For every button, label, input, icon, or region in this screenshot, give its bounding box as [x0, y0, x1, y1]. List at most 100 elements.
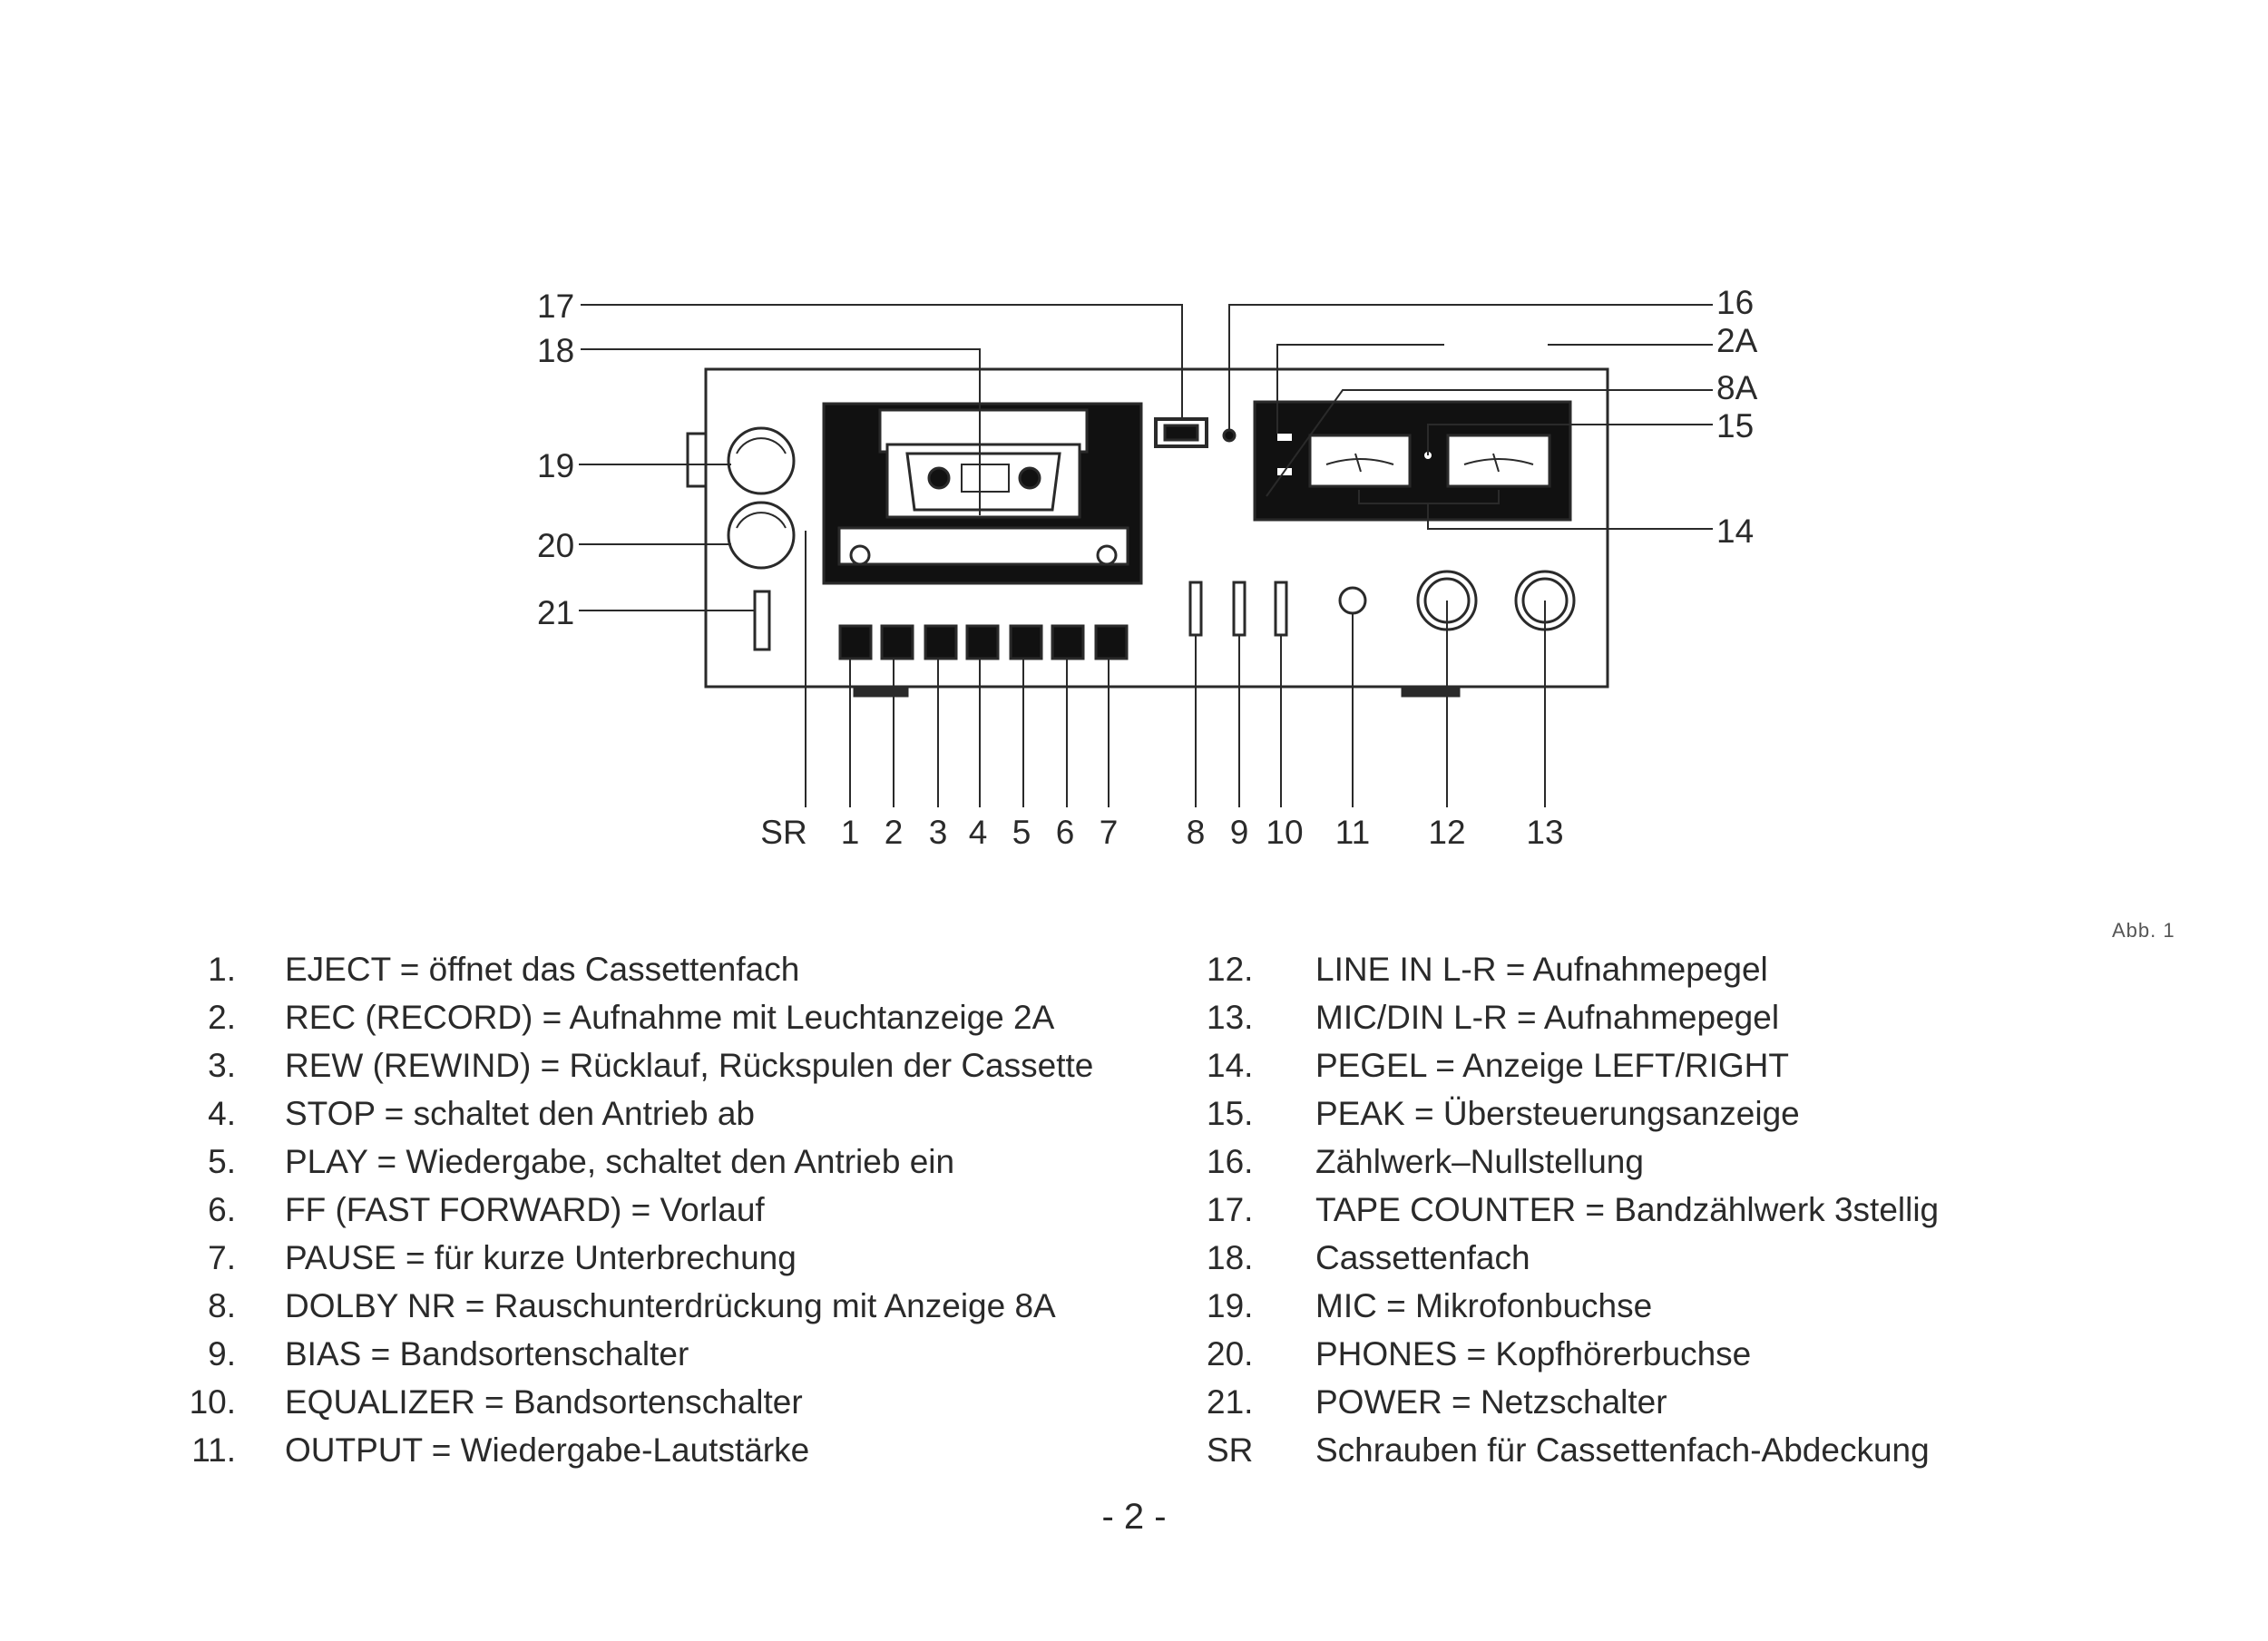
legend-number: 1.: [208, 951, 236, 988]
vu-meter-left: [1308, 434, 1412, 488]
dolby-switch: [1188, 581, 1203, 637]
legend-text: EJECT = öffnet das Cassettenfach: [285, 951, 800, 988]
legend-text: Zählwerk–Nullstellung: [1315, 1143, 1644, 1180]
callout-13: 13: [1526, 814, 1563, 851]
callout-7: 7: [1100, 814, 1119, 851]
legend-number: 19.: [1207, 1287, 1254, 1324]
legend-item: 12. LINE IN L-R = Aufnahmepegel: [1207, 945, 1939, 993]
legend-number: 14.: [1207, 1047, 1254, 1084]
callout-15: 15: [1716, 407, 1754, 444]
legend-number: 10.: [189, 1383, 236, 1421]
legend-text: PEAK = Übersteuerungsanzeige: [1315, 1095, 1800, 1132]
legend-number: 9.: [208, 1335, 236, 1372]
legend-item: 2.REC (RECORD) = Aufnahme mit Leuchtanze…: [136, 993, 1093, 1041]
cover-screw-left: [849, 544, 871, 566]
legend-text: PLAY = Wiedergabe, schaltet den Antrieb …: [285, 1143, 955, 1180]
legend-number: 16.: [1207, 1143, 1254, 1180]
legend-item: 8. DOLBY NR = Rauschunterdrückung mit Anz…: [136, 1282, 1093, 1330]
callout-3: 3: [929, 814, 948, 851]
tape-reel-right: [1018, 466, 1041, 490]
callout-20: 20: [537, 527, 574, 564]
legend-text: Cassettenfach: [1315, 1239, 1530, 1276]
power-switch: [753, 590, 771, 651]
legend-item: 15. PEAK = Übersteuerungsanzeige: [1207, 1089, 1939, 1138]
legend-number: 11.: [191, 1431, 236, 1469]
legend-text: MIC/DIN L-R = Aufnahmepegel: [1315, 999, 1780, 1036]
output-knob: [1338, 586, 1367, 615]
legend-text: OUTPUT = Wiedergabe-Lautstärke: [285, 1431, 810, 1469]
equalizer-switch: [1274, 581, 1288, 637]
legend-number: 4.: [208, 1095, 236, 1132]
callout-9: 9: [1230, 814, 1249, 851]
legend-number: 17.: [1207, 1191, 1254, 1228]
legend-left: 1. EJECT = öffnet das Cassettenfach 2.REC …: [136, 945, 1094, 1474]
legend-number: 18.: [1207, 1239, 1254, 1276]
legend-item: 13.MIC/DIN L-R = Aufnahmepegel: [1207, 993, 1939, 1041]
callout-2A: 2A: [1716, 322, 1758, 359]
legend-text: LINE IN L-R = Aufnahmepegel: [1315, 951, 1768, 988]
legend-item: 20.PHONES = Kopfhörerbuchse: [1207, 1330, 1939, 1378]
callout-12: 12: [1428, 814, 1465, 851]
legend-number: 20.: [1207, 1335, 1254, 1372]
rec-indicator: [1277, 434, 1292, 441]
legend-number: 8.: [208, 1287, 236, 1324]
legend-text: EQUALIZER = Bandsortenschalter: [285, 1383, 803, 1421]
callout-14: 14: [1716, 513, 1754, 550]
legend-text: STOP = schaltet den Antrieb ab: [285, 1095, 755, 1132]
legend-number: 21.: [1207, 1383, 1254, 1421]
callout-21: 21: [537, 594, 574, 631]
callout-16: 16: [1716, 284, 1754, 321]
legend-text: TAPE COUNTER = Bandzählwerk 3stellig: [1315, 1191, 1940, 1228]
left-foot: [853, 685, 909, 698]
legend-item: 18. Cassettenfach: [1207, 1234, 1939, 1282]
legend-item: SR Schrauben für Cassettenfach-Abdeckung: [1207, 1426, 1939, 1474]
legend-text: REC (RECORD) = Aufnahme mit Leuchtanzeig…: [285, 999, 1055, 1036]
legend-number: 3.: [208, 1047, 236, 1084]
legend-text: DOLBY NR = Rauschunterdrückung mit Anzei…: [285, 1287, 1056, 1324]
callout-5: 5: [1012, 814, 1031, 851]
legend-number: 5.: [208, 1143, 236, 1180]
cassette-deck-diagram: 17 18 19 20 21 16 2A 8A 15 14 SR 1 2 3 4…: [537, 284, 1758, 851]
legend-item: 14. PEGEL = Anzeige LEFT/RIGHT: [1207, 1041, 1939, 1089]
legend-item: 3. REW (REWIND) = Rücklauf, Rückspulen de…: [136, 1041, 1093, 1089]
legend-item: 4. STOP = schaltet den Antrieb ab: [136, 1089, 1093, 1138]
legend-item: 7. PAUSE = für kurze Unterbrechung: [136, 1234, 1093, 1282]
legend-text: Schrauben für Cassettenfach-Abdeckung: [1315, 1431, 1930, 1469]
legend-text: MIC = Mikrofonbuchse: [1315, 1287, 1653, 1324]
right-foot: [1401, 685, 1461, 698]
legend-item: 1. EJECT = öffnet das Cassettenfach: [136, 945, 1093, 993]
counter-reset-button: [1222, 428, 1237, 443]
legend-number: 15.: [1207, 1095, 1254, 1132]
legend-text: PEGEL = Anzeige LEFT/RIGHT: [1315, 1047, 1789, 1084]
vu-meter-right: [1446, 434, 1551, 488]
legend-number: 6.: [208, 1191, 236, 1228]
callout-2: 2: [885, 814, 904, 851]
callout-1: 1: [841, 814, 860, 851]
legend-text: REW (REWIND) = Rücklauf, Rückspulen der …: [285, 1047, 1094, 1084]
legend-item: 10. EQUALIZER = Bandsortenschalter: [136, 1378, 1093, 1426]
bias-switch: [1232, 581, 1246, 637]
callout-4: 4: [969, 814, 988, 851]
legend-number: 12.: [1207, 951, 1254, 988]
callout-8: 8: [1187, 814, 1206, 851]
transport-keys: [838, 624, 1129, 660]
legend-text: PAUSE = für kurze Unterbrechung: [285, 1239, 797, 1276]
callout-11: 11: [1335, 814, 1370, 851]
legend-number: SR: [1207, 1431, 1254, 1469]
callout-19: 19: [537, 447, 574, 484]
legend-text: FF (FAST FORWARD) = Vorlauf: [285, 1191, 765, 1228]
legend-item: 17. TAPE COUNTER = Bandzählwerk 3stellig: [1207, 1186, 1939, 1234]
cover-screw-right: [1096, 544, 1118, 566]
legend-item: 19. MIC = Mikrofonbuchse: [1207, 1282, 1939, 1330]
page-number: - 2 -: [1101, 1497, 1167, 1537]
legend-item: 11. OUTPUT = Wiedergabe-Lautstärke: [136, 1426, 1093, 1474]
legend-item: 6. FF (FAST FORWARD) = Vorlauf: [136, 1186, 1093, 1234]
callout-8A: 8A: [1716, 369, 1758, 406]
callout-10: 10: [1266, 814, 1303, 851]
legend-number: 7.: [208, 1239, 236, 1276]
callout-17: 17: [537, 288, 574, 325]
legend-item: 16. Zählwerk–Nullstellung: [1207, 1138, 1939, 1186]
callout-6: 6: [1056, 814, 1075, 851]
figure-label: Abb. 1: [2112, 919, 2175, 942]
legend-right: 12. LINE IN L-R = Aufnahmepegel 13.MIC/DIN…: [1207, 945, 1939, 1474]
